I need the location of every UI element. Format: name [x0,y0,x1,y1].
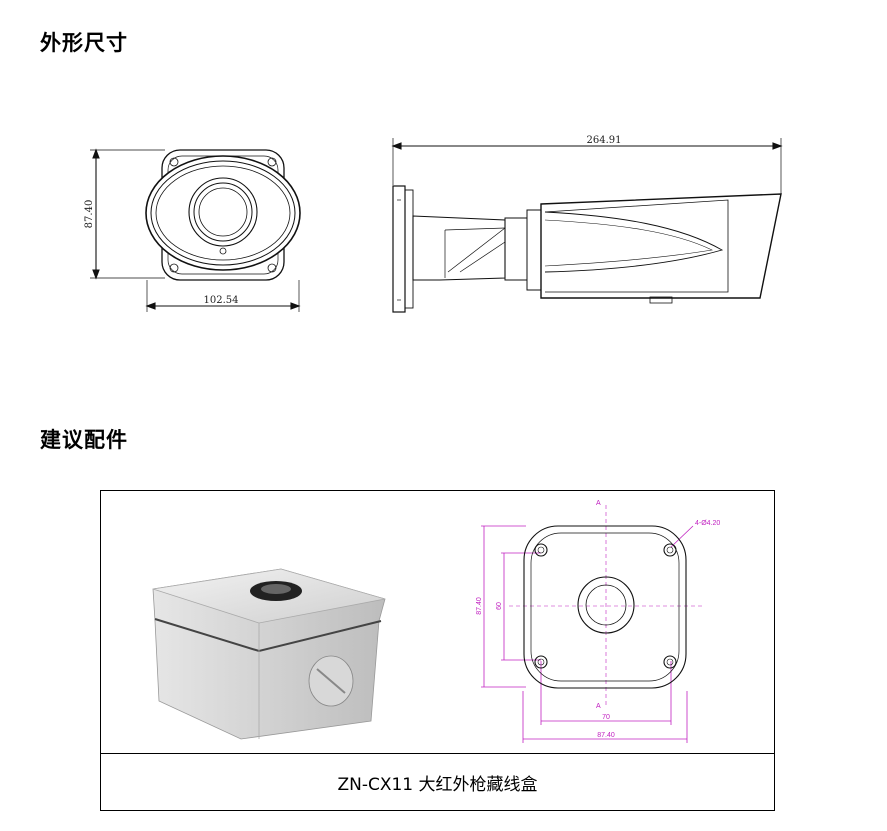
camera-dimension-drawing: 87.40 102.54 264.91 [84,135,783,313]
outer-height-label: 87.40 [476,597,483,615]
hole-callout: 4-Ø4.20 [695,520,720,527]
accessory-images-cell: A A 4-Ø4.20 87.40 60 70 87.40 [101,491,774,754]
accessory-caption: ZN-CX11 大红外枪藏线盒 [337,774,538,795]
junction-box-drawing: A A 4-Ø4.20 87.40 60 70 87.40 [476,500,720,743]
front-width-label: 102.54 [204,295,239,306]
side-length-label: 264.91 [587,135,622,146]
section-label-top: A [596,500,601,507]
section-label-bottom: A [596,703,601,710]
junction-box-illustration [152,568,386,740]
dimensions-heading: 外形尺寸 [40,31,128,55]
accessory-table: A A 4-Ø4.20 87.40 60 70 87.40 ZN-CX11 大红… [100,490,775,811]
accessories-heading: 建议配件 [40,428,128,452]
inner-height-label: 60 [496,602,503,610]
front-height-label: 87.40 [84,200,95,229]
inner-width-label: 70 [602,714,610,721]
outer-width-label: 87.40 [597,732,615,739]
